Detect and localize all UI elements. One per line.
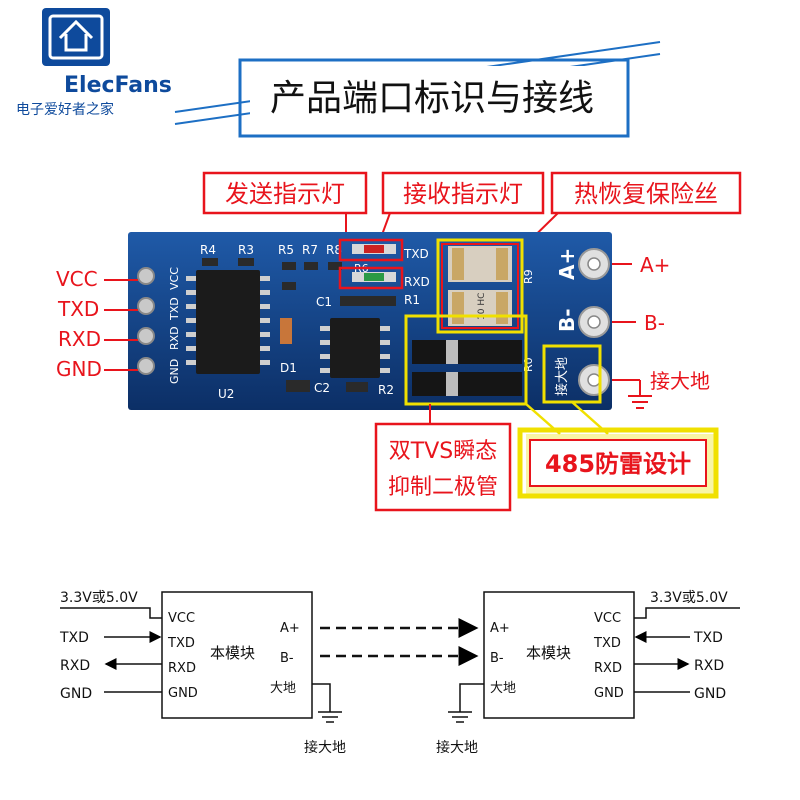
- svg-text:本模块: 本模块: [526, 644, 571, 662]
- svg-text:RXD: RXD: [594, 661, 622, 676]
- svg-text:GND: GND: [168, 359, 181, 384]
- svg-text:R5: R5: [278, 243, 294, 257]
- svg-text:接大地: 接大地: [650, 369, 710, 393]
- highlight-rx-led: [338, 266, 404, 290]
- pcb-board: VCC TXD RXD GND U2 R4 R3 R5 R7 R8: [128, 232, 612, 410]
- svg-text:RXD: RXD: [168, 661, 196, 676]
- svg-text:A+: A+: [555, 248, 579, 280]
- right-terminal-labels: A+ B- 接大地: [612, 253, 710, 409]
- svg-text:发送指示灯: 发送指示灯: [225, 180, 345, 208]
- svg-text:抑制二极管: 抑制二极管: [388, 475, 498, 500]
- tvs-diode-bottom-icon: [412, 372, 522, 396]
- svg-text:大地: 大地: [270, 681, 296, 696]
- highlight-tvs: [404, 314, 528, 406]
- svg-text:A+: A+: [490, 621, 510, 636]
- svg-text:3.3V或5.0V: 3.3V或5.0V: [650, 590, 728, 606]
- svg-text:接收指示灯: 接收指示灯: [403, 180, 523, 208]
- svg-text:GND: GND: [594, 686, 624, 701]
- svg-text:GND: GND: [60, 686, 92, 702]
- svg-text:接大地: 接大地: [304, 739, 346, 756]
- svg-text:10 HC: 10 HC: [477, 293, 487, 320]
- page-title: 产品端口标识与接线: [270, 78, 594, 119]
- svg-text:B-: B-: [555, 308, 579, 332]
- svg-text:R2: R2: [378, 383, 394, 397]
- diode-d1: [280, 318, 292, 344]
- wiring-left-module: 3.3V或5.0V VCC TXD RXD GND 本模块 A+ B- 大地 T…: [59, 590, 346, 756]
- svg-text:B-: B-: [490, 651, 504, 666]
- callout-fuse: 热恢复保险丝: [507, 171, 742, 263]
- svg-text:GND: GND: [694, 686, 726, 702]
- svg-text:TXD: TXD: [403, 247, 429, 261]
- brand-name: ElecFans: [64, 73, 172, 98]
- svg-text:TXD: TXD: [593, 636, 621, 651]
- callout-tvs: 双TVS瞬态 抑制二极管: [374, 404, 512, 512]
- svg-text:RXD: RXD: [168, 326, 181, 350]
- svg-text:GND: GND: [168, 686, 198, 701]
- svg-text:本模块: 本模块: [210, 644, 255, 662]
- svg-text:A+: A+: [280, 621, 300, 636]
- fuse-bottom-icon: 10 HC: [448, 290, 512, 326]
- earth-ground-icon: [628, 380, 652, 409]
- svg-text:B-: B-: [644, 311, 665, 335]
- svg-text:VCC: VCC: [594, 611, 621, 626]
- svg-text:C2: C2: [314, 381, 330, 395]
- svg-text:TXD: TXD: [693, 630, 723, 646]
- svg-text:R7: R7: [302, 243, 318, 257]
- left-pin-labels: VCC TXD RXD GND: [56, 267, 138, 381]
- svg-text:RXD: RXD: [60, 658, 90, 674]
- svg-text:485防雷设计: 485防雷设计: [545, 450, 691, 478]
- svg-text:TXD: TXD: [167, 636, 195, 651]
- svg-text:RXD: RXD: [694, 658, 724, 674]
- svg-text:RXD: RXD: [404, 275, 430, 289]
- svg-text:RXD: RXD: [58, 327, 101, 351]
- brand-logo: ElecFans 电子爱好者之家: [16, 8, 172, 118]
- callout-send-led: 发送指示灯: [202, 171, 368, 240]
- svg-text:C1: C1: [316, 295, 332, 309]
- wiring-right-module: 3.3V或5.0V A+ B- 大地 本模块 VCC TXD RXD GND T…: [436, 590, 740, 756]
- svg-text:R1: R1: [404, 293, 420, 307]
- svg-text:大地: 大地: [490, 681, 516, 696]
- chip-soic: [320, 318, 390, 378]
- highlight-fuse: [436, 238, 524, 334]
- svg-text:TXD: TXD: [59, 630, 89, 646]
- highlight-tx-led: [338, 238, 404, 262]
- fuse-top-icon: [448, 246, 512, 282]
- rs485-bus: [320, 618, 479, 666]
- title-frame: 产品端口标识与接线: [174, 41, 661, 138]
- svg-text:双TVS瞬态: 双TVS瞬态: [389, 439, 497, 464]
- svg-text:R3: R3: [238, 243, 254, 257]
- svg-text:A+: A+: [640, 253, 670, 277]
- ground-right-icon: [448, 711, 472, 723]
- svg-text:B-: B-: [280, 651, 294, 666]
- svg-text:VCC: VCC: [56, 267, 98, 291]
- svg-text:R8: R8: [326, 243, 342, 257]
- svg-text:U2: U2: [218, 387, 234, 401]
- svg-text:接大地: 接大地: [554, 357, 570, 396]
- left-header: [137, 267, 155, 375]
- ground-left-icon: [318, 711, 342, 723]
- svg-text:接大地: 接大地: [436, 739, 478, 756]
- svg-text:热恢复保险丝: 热恢复保险丝: [574, 180, 718, 208]
- svg-text:TXD: TXD: [168, 297, 181, 321]
- chip-u2: [186, 270, 270, 374]
- svg-text:TXD: TXD: [57, 297, 99, 321]
- terminal-earth: [578, 364, 610, 396]
- svg-text:R9: R9: [522, 269, 535, 284]
- brand-subtitle: 电子爱好者之家: [16, 101, 114, 118]
- terminal-b-minus: [578, 306, 610, 338]
- tvs-diode-top-icon: [412, 340, 522, 364]
- logo-chip-icon: [42, 8, 110, 66]
- terminal-a-plus: [578, 248, 610, 280]
- svg-text:VCC: VCC: [168, 611, 195, 626]
- svg-text:VCC: VCC: [168, 267, 181, 290]
- callout-lightning: 485防雷设计: [517, 401, 719, 499]
- svg-text:D1: D1: [280, 361, 297, 375]
- svg-text:R4: R4: [200, 243, 216, 257]
- svg-text:R0: R0: [522, 357, 535, 372]
- svg-text:3.3V或5.0V: 3.3V或5.0V: [60, 590, 138, 606]
- svg-text:GND: GND: [56, 357, 102, 381]
